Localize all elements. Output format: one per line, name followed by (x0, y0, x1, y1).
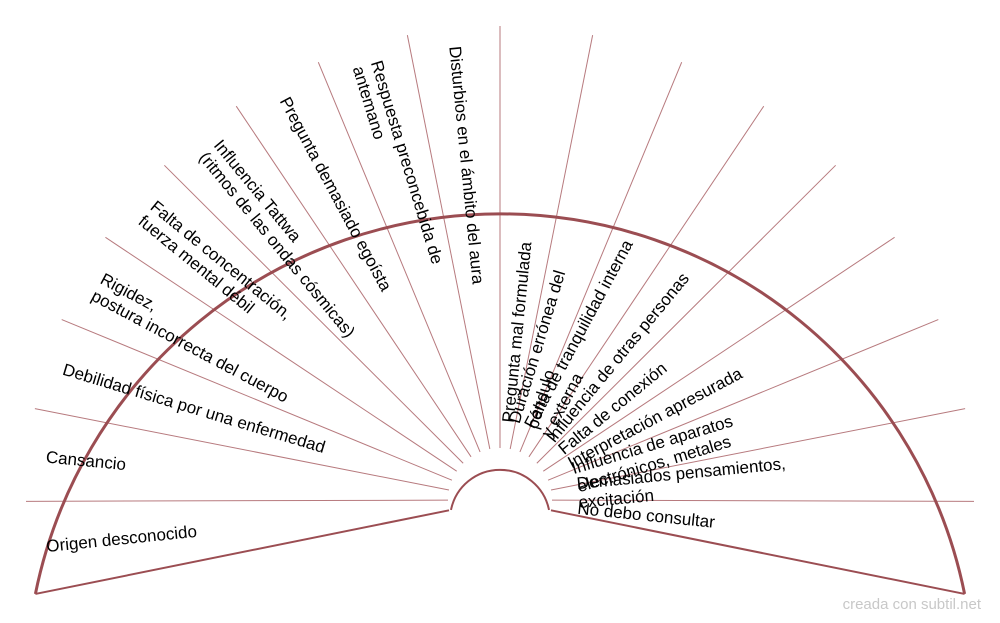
segment-divider (528, 105, 765, 458)
segment-divider (406, 35, 491, 450)
segment-label-line: Cansancio (45, 448, 127, 475)
segment-dividers (26, 26, 974, 595)
segment-divider (547, 319, 939, 481)
outer-arc (33, 212, 967, 595)
segment-divider (105, 236, 457, 472)
segment-divider (26, 499, 449, 502)
segment-divider (536, 164, 836, 464)
segment-divider (519, 62, 683, 453)
segment-divider (34, 408, 450, 491)
segment-divider (35, 509, 450, 595)
segment-divider (61, 319, 453, 481)
segment-divider (550, 408, 966, 491)
segment-label-line: Debilidad física por una enfermedad (60, 360, 327, 457)
segment-label-line: Respuesta preconcebida de (367, 58, 447, 266)
center-hub (450, 468, 550, 511)
segment-label: Debilidad física por una enfermedad (60, 360, 327, 457)
segment-divider (164, 164, 464, 464)
segment-label: Origen desconocido (45, 522, 197, 556)
segment-divider (235, 105, 472, 458)
segment-label: Disturbios en el ámbito del aura (445, 45, 487, 285)
segment-divider (317, 62, 481, 453)
segment-divider (509, 35, 594, 450)
segment-divider (550, 509, 965, 595)
segment-divider (551, 499, 974, 502)
segment-divider (543, 236, 895, 472)
segment-label-line: Origen desconocido (45, 522, 197, 556)
segment-label-line: Disturbios en el ámbito del aura (445, 45, 487, 285)
segment-label: Cansancio (45, 448, 127, 475)
credit-text: creada con subtil.net (843, 596, 982, 613)
